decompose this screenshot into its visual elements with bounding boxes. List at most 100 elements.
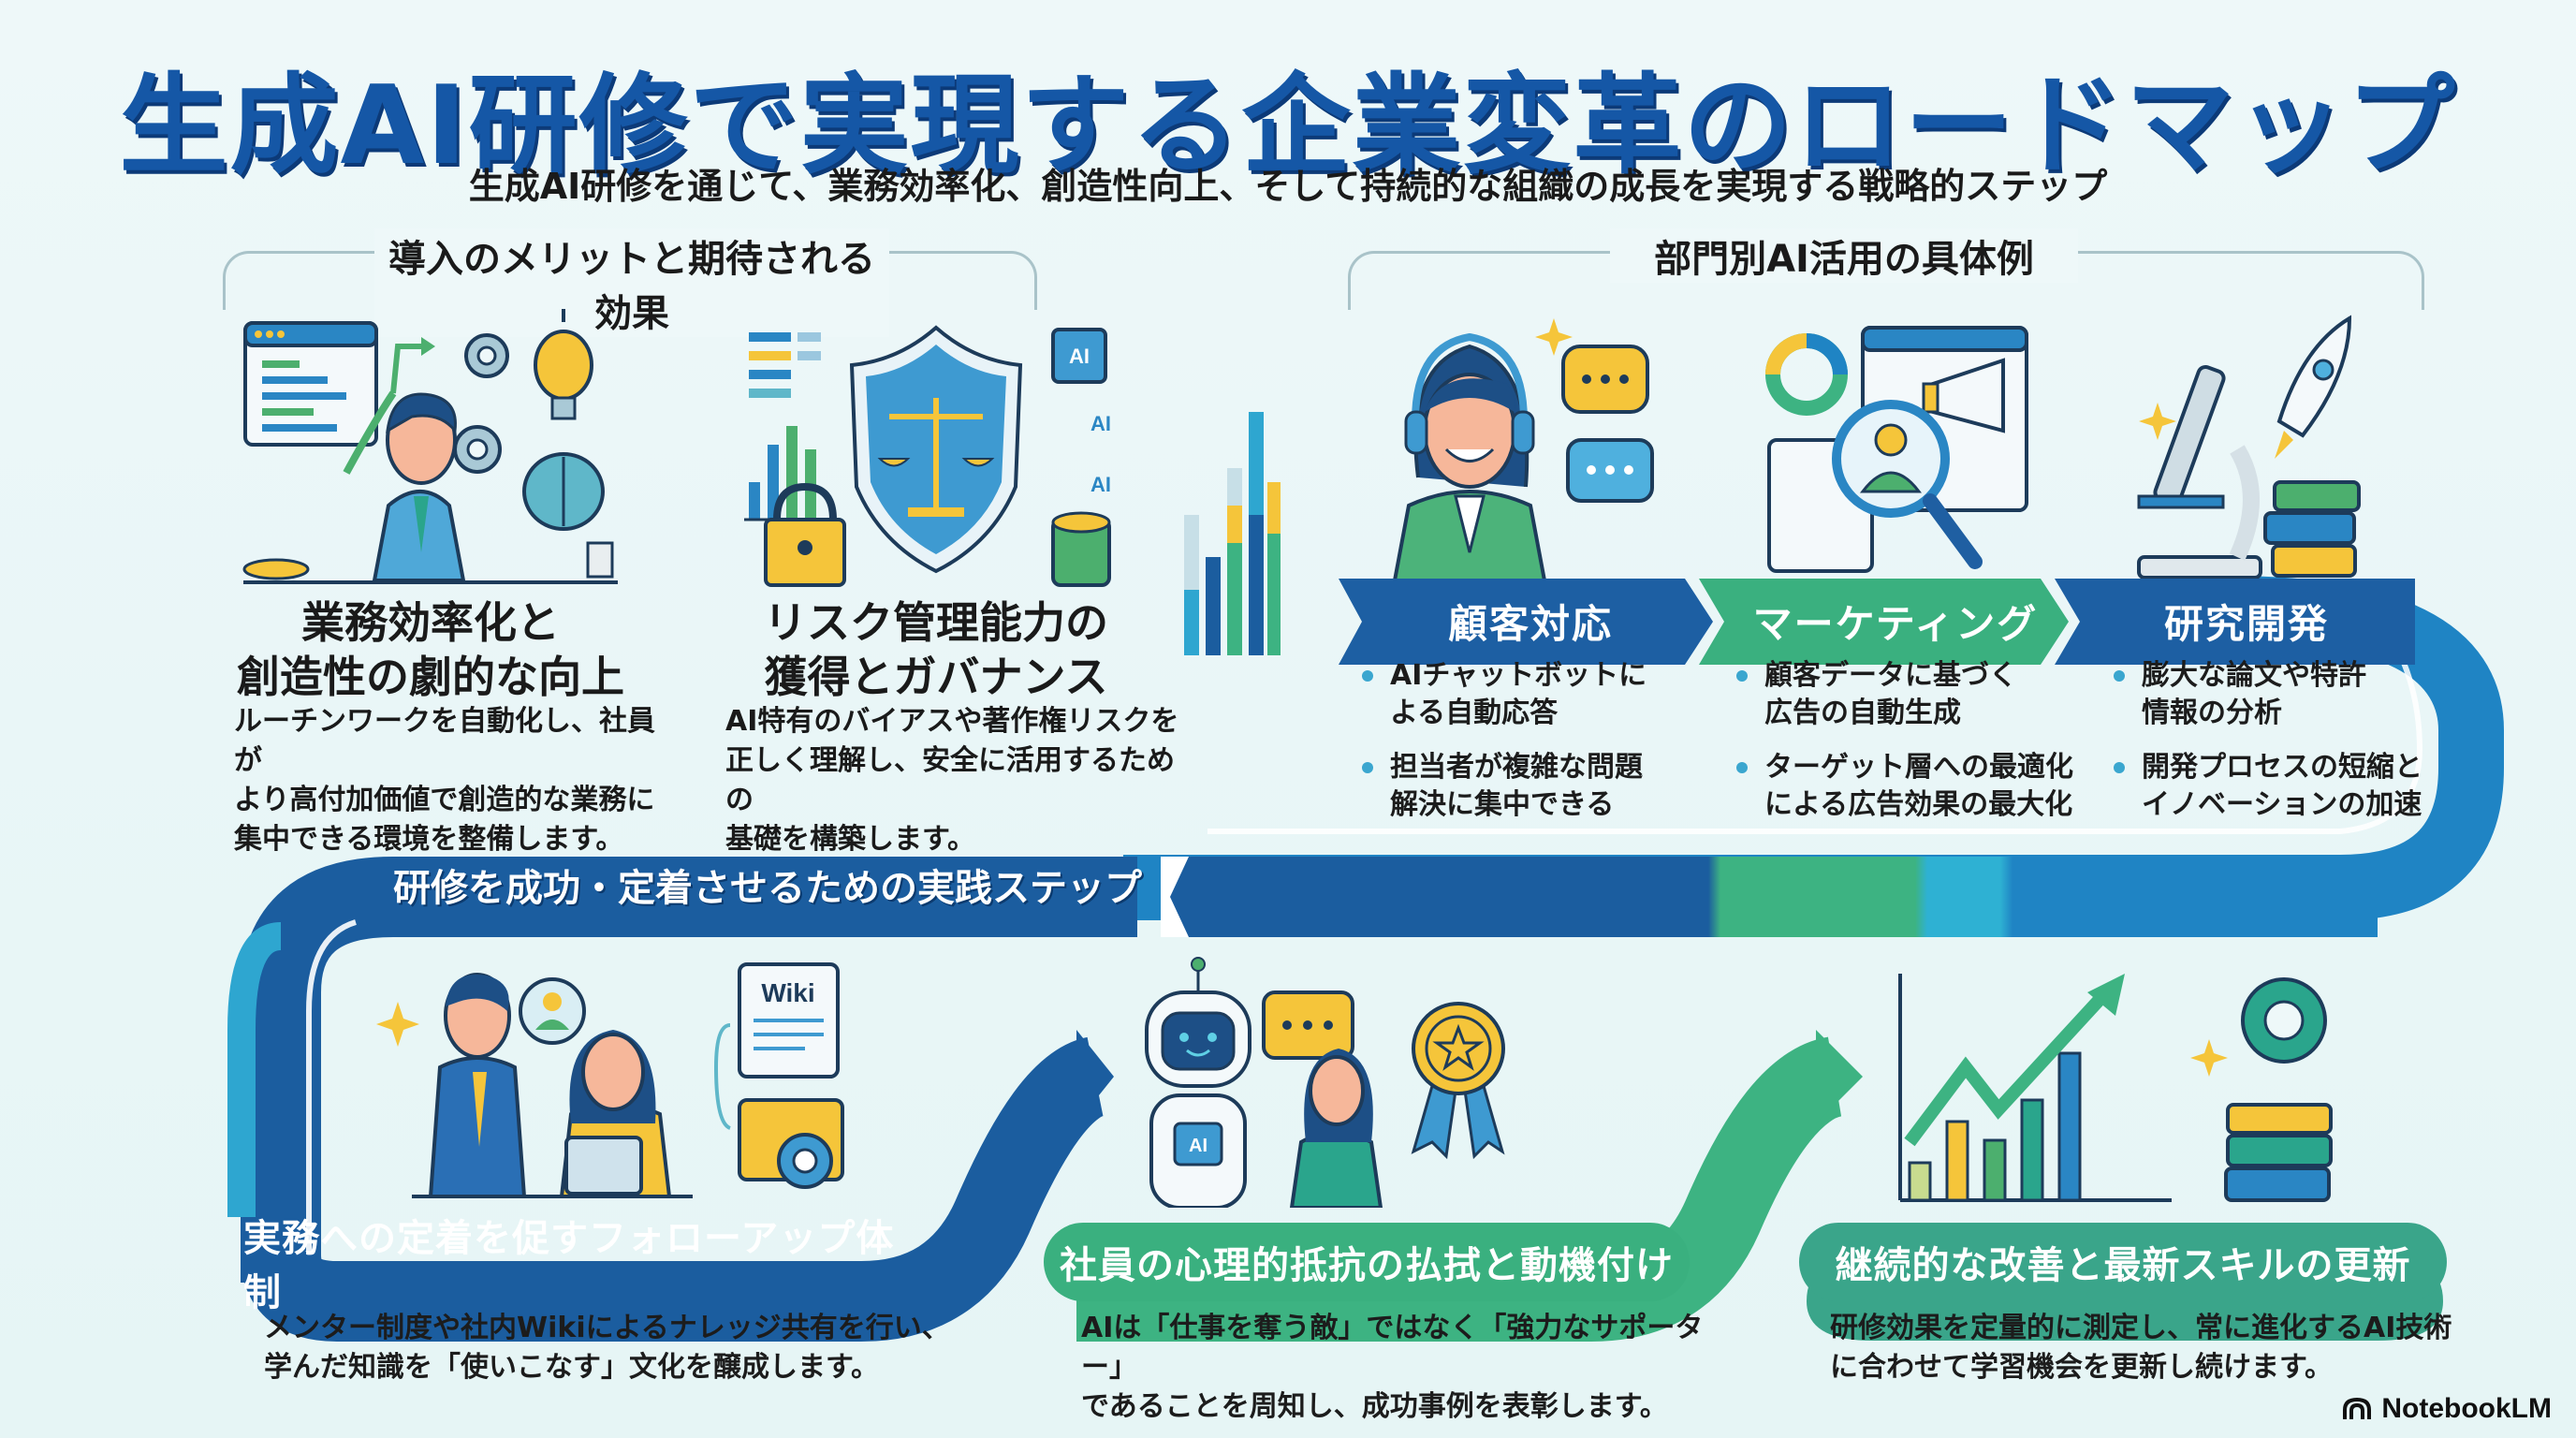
dept-tab-label: 研究開発 [2163, 600, 2329, 647]
title-line: リスク管理能力の [764, 597, 1108, 648]
step-3-title: 継続的な改善と最新スキルの更新 [1799, 1223, 2447, 1301]
shield-scales-icon [849, 325, 1023, 574]
bullet-item: 顧客データに基づく広告の自動生成 [1736, 657, 2092, 732]
employee-icon [559, 1030, 672, 1198]
bullet-item: 膨大な論文や特許情報の分析 [2114, 657, 2432, 732]
office-worker-illustration [242, 309, 618, 584]
megaphone-icon [1922, 358, 2005, 433]
chat-bubble-icon [1262, 990, 1354, 1060]
benefits-heading: 導入のメリットと期待される効果 [374, 228, 889, 337]
books-stack-icon [2263, 480, 2361, 578]
tab-research-bg [2055, 579, 2415, 665]
body-line: AI特有のバイアスや著作権リスクを [725, 705, 1179, 738]
dept-research-bullets: 膨大な論文や特許情報の分析 開発プロセスの短縮とイノベーションの加速 [2114, 657, 2432, 841]
support-agent-illustration [1392, 318, 1654, 580]
body-line: AIは「仕事を奪う敵」ではなく「強力なサポーター」 [1081, 1312, 1704, 1384]
user-bubble-icon [519, 977, 586, 1045]
bullet-line: AIチャットボットに [1390, 659, 1647, 692]
chip-label: AI [1069, 345, 1090, 368]
step-2-title: 社員の心理的抵抗の払拭と動機付け [1044, 1223, 1690, 1301]
dept-tab-customer-support[interactable]: 顧客対応 [1357, 579, 1704, 663]
notebooklm-brand: NotebookLM [2342, 1393, 2552, 1425]
notebooklm-logo-icon [2343, 1397, 2372, 1419]
padlock-icon [764, 482, 846, 587]
employee-icon [1289, 1049, 1383, 1208]
title-line: 獲得とガバナンス [764, 652, 1108, 702]
body-line: 基礎を構築します。 [725, 823, 975, 856]
bullet-line: による広告効果の最大化 [1764, 788, 2073, 821]
bullet-line: 膨大な論文や特許 [2142, 659, 2366, 692]
coffee-cup-icon [586, 541, 614, 579]
research-illustration [2137, 315, 2361, 580]
benefit-card-1-body: ルーチンワークを自動化し、社員が より高付加価値で創造的な業務に 集中できる環境… [234, 702, 674, 859]
bullet-line: 広告の自動生成 [1764, 697, 1961, 729]
dept-tab-label: 顧客対応 [1447, 600, 1613, 647]
sparkle-icon [2190, 1039, 2228, 1077]
laptop-icon [564, 1136, 643, 1196]
tab-customer-bg [1339, 579, 1713, 665]
body-line: メンター制度や社内Wikiによるナレッジ共有を行い、 [264, 1312, 950, 1344]
lightbulb-icon [534, 309, 593, 420]
brain-icon [522, 452, 605, 531]
gear-icon [464, 333, 509, 378]
robot-ai-label: AI [1189, 1136, 1208, 1156]
wiki-notebook-icon: Wiki [738, 962, 840, 1078]
wiki-label: Wiki [761, 978, 814, 1007]
agent-icon [1392, 332, 1547, 580]
bullet-item: AIチャットボットによる自動応答 [1362, 657, 1699, 732]
body-line: より高付加価値で創造的な業務に [234, 784, 655, 816]
ai-label: AI [1090, 473, 1111, 496]
body-line: に合わせて学習機会を更新し続けます。 [1830, 1351, 2333, 1384]
tab-marketing-bg [1699, 579, 2069, 665]
step-2-body: AIは「仕事を奪う敵」ではなく「強力なサポーター」 であることを周知し、成功事例… [1081, 1309, 1736, 1427]
growth-bars-decoration [1184, 412, 1281, 655]
dept-tab-label: マーケティング [1752, 600, 2039, 647]
gear-icon [2241, 977, 2327, 1064]
dept-tab-marketing[interactable]: マーケティング [1722, 579, 2069, 663]
bullet-line: ターゲット層への最適化 [1764, 751, 2073, 784]
step-title-text: 社員の心理的抵抗の払拭と動機付け [1060, 1244, 1674, 1287]
bullet-line: 解決に集中できる [1390, 788, 1615, 821]
step-1-body: メンター制度や社内Wikiによるナレッジ共有を行い、 学んだ知識を「使いこなす」… [264, 1309, 994, 1387]
page-title: 生成AI研修で実現する企業変革のロードマップ [119, 63, 2457, 189]
body-line: 学んだ知識を「使いこなす」文化を醸成します。 [264, 1351, 879, 1384]
steps-heading: 研修を成功・定着させるための実践ステップ [393, 867, 1142, 910]
food-plate-icon [242, 558, 310, 580]
robot-award-illustration: AI [1145, 957, 1505, 1208]
dept-marketing-bullets: 顧客データに基づく広告の自動生成 ターゲット層への最適化による広告効果の最大化 [1736, 657, 2092, 841]
mentor-wiki-illustration: Wiki [376, 962, 844, 1198]
data-bars-icon [749, 332, 821, 398]
mentor-icon [428, 973, 527, 1198]
bullet-line: 情報の分析 [2142, 697, 2282, 729]
cycle-arrow-icon [343, 390, 397, 475]
step-1-title: 実務への定着を促すフォローアップ体制 [243, 1217, 917, 1314]
chat-bubble-icon [1561, 345, 1649, 414]
businessman-icon [372, 392, 466, 582]
page-subtitle: 生成AI研修を通じて、業務効率化、創造性向上、そして持続的な組織の成長を実現する… [468, 166, 2108, 207]
rocket-icon [2275, 315, 2352, 459]
bullet-item: 開発プロセスの短縮とイノベーションの加速 [2114, 749, 2432, 824]
bullet-line: 開発プロセスの短縮と [2142, 751, 2422, 784]
award-medal-icon [1411, 1002, 1505, 1160]
donut-chart-icon [1765, 333, 1848, 416]
bullet-line: 顧客データに基づく [1764, 659, 2017, 692]
governance-illustration: AI AI AI [744, 325, 1111, 587]
ai-label: AI [1090, 412, 1111, 435]
microscope-icon [2137, 364, 2262, 580]
growth-chart-icon [1898, 974, 2172, 1202]
body-line: 正しく理解し、安全に活用するための [725, 744, 1175, 816]
browser-window-icon [243, 321, 378, 447]
bullet-line: イノベーションの加速 [2142, 788, 2422, 821]
benefit-card-1-title: 業務効率化と 創造性の劇的な向上 [225, 595, 637, 704]
dept-tab-research[interactable]: 研究開発 [2078, 579, 2415, 663]
sparkle-icon [2139, 403, 2176, 440]
step-3-body: 研修効果を定量的に測定し、常に進化するAI技術 に合わせて学習機会を更新し続けま… [1830, 1309, 2485, 1387]
title-line: 創造性の劇的な向上 [237, 652, 624, 702]
robot-icon: AI [1145, 957, 1251, 1208]
brand-name: NotebookLM [2381, 1393, 2552, 1424]
body-line: 研修効果を定量的に測定し、常に進化するAI技術 [1830, 1312, 2452, 1344]
chat-bubble-icon [1566, 438, 1654, 503]
bullet-line: 担当者が複雑な問題 [1390, 751, 1643, 784]
magnifier-icon [1832, 400, 1983, 569]
growth-chart-illustration [1898, 974, 2333, 1202]
